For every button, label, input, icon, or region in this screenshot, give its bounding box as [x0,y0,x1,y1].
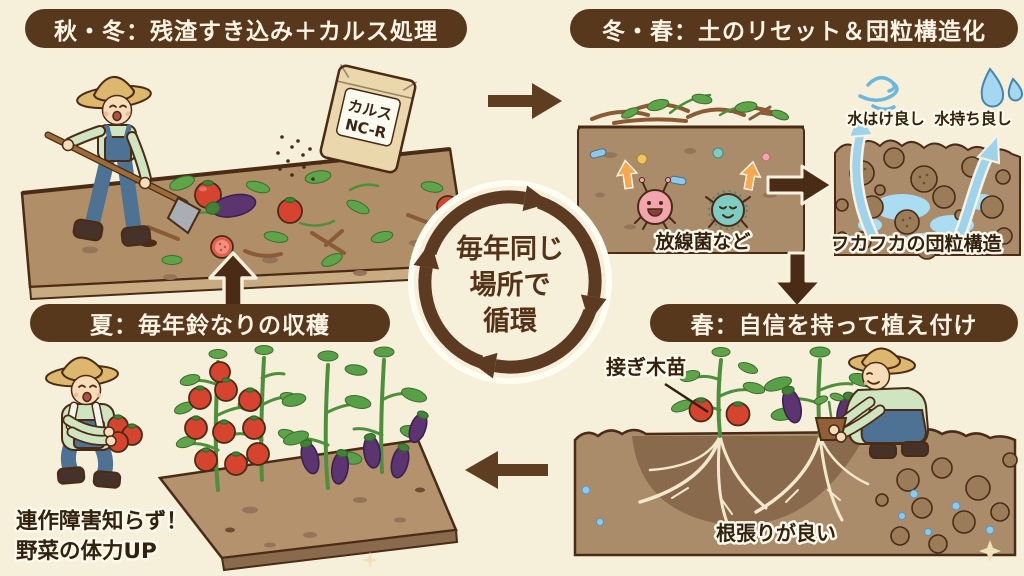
decompose-arrow-right [739,160,762,191]
farmer-hoeing [44,76,202,247]
soil-aggregates [835,147,1013,260]
scene-autumn-winter: カルス NC-R [20,64,471,301]
banner-autumn-winter: 秋・冬：残渣すき込み＋カルス処理 [25,9,467,48]
cycle-caption-line1: 毎年同じ [456,234,564,265]
cycle-arrows-icon [413,185,607,379]
roots [638,434,870,527]
eggplant-plants [281,346,429,490]
water-drops-icon [980,67,1024,108]
cycle-caption-line3: 循環 [483,306,537,337]
seedling-pointer-line [664,382,709,414]
decompose-arrow-left [615,159,639,190]
flow-arrow-right-icon [488,83,562,119]
sprinkle-dots [276,135,322,181]
scene-spring-planting: 接ぎ木苗 根張りが良い [573,346,1018,562]
organic-bits [589,147,771,186]
flow-arrow-left-icon [465,451,548,489]
flow-arrow-up-icon [208,251,258,309]
drainage-arrow-icon [847,108,879,240]
crop-residue [146,170,460,267]
microbe-label: 放線菌など [654,230,750,253]
benefit-line1: 連作障害知らず！ [16,508,188,534]
retention-arrow-icon [953,132,1001,238]
transform-arrow-icon [766,164,834,206]
seedling-label: 接ぎ木苗 [606,355,686,379]
wind-icon [858,75,899,111]
surface-residue [590,93,790,125]
cycle-caption: 毎年同じ 場所で 循環 [400,232,620,340]
microbe-teal [705,190,751,230]
farmer-planting [813,347,930,459]
aggregates-with-water [875,452,1018,554]
banner-spring: 春：自信を持って植え付け [650,304,1018,342]
eggplant-residue [205,193,257,218]
scene-summer-harvest: 連作障害知らず！ 野菜の体力UP [14,345,459,572]
drainage-label: 水はけ良し [847,109,925,128]
flow-arrow-down-icon [772,251,823,309]
tomato-plants [174,345,301,492]
retention-label: 水持ち良し [934,109,1012,128]
banner-summer: 夏：毎年鈴なりの収穫 [30,304,390,342]
cycle-background-disc [408,180,612,384]
cycle-caption-line2: 場所で [469,270,551,301]
scene-winter-spring: 放線菌など [577,67,1024,309]
sparkle-icon [979,540,1001,562]
soil-cross-section [573,426,1017,557]
microbe-pink [634,177,676,230]
farmer-harvesting [45,356,143,489]
banner-winter-spring: 冬・春：土のリセット＆団粒構造化 [570,9,1018,48]
aggregate-label: フカフカの団粒構造 [830,232,1002,255]
benefit-line2: 野菜の体力UP [16,539,157,564]
soil-microbe-block: 放線菌など [577,93,805,256]
root-label: 根張りが良い [716,521,836,545]
soil-aggregate-block: 水はけ良し 水持ち良し フカフカの団粒構造 [828,67,1024,260]
sparkle-icon [362,552,378,568]
callus-bag: カルス NC-R [319,64,417,174]
